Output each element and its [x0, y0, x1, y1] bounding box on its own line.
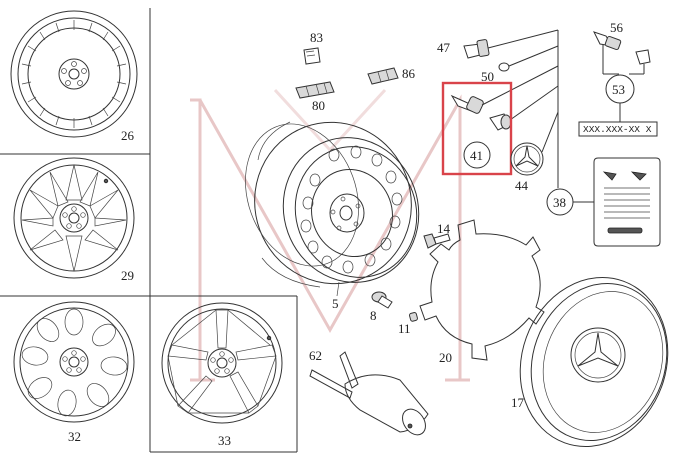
- valve-cap-11-icon[interactable]: [409, 312, 418, 322]
- callout-53[interactable]: 53: [612, 82, 625, 97]
- callout-17[interactable]: 17: [511, 395, 525, 410]
- cover-plate-20-icon[interactable]: [419, 219, 545, 361]
- callout-20[interactable]: 20: [439, 350, 452, 365]
- callout-41[interactable]: 41: [470, 148, 483, 163]
- wheel-29-icon[interactable]: [13, 157, 135, 279]
- callout-29[interactable]: 29: [121, 268, 134, 283]
- balance-weight-86-icon[interactable]: [367, 67, 399, 85]
- callout-5[interactable]: 5: [332, 296, 339, 311]
- callout-26[interactable]: 26: [121, 128, 135, 143]
- part-number-box: [578, 121, 658, 137]
- sensor-41-icon[interactable]: [450, 65, 559, 131]
- callout-62[interactable]: 62: [309, 348, 322, 363]
- callout-47[interactable]: 47: [437, 40, 451, 55]
- callout-83[interactable]: 83: [310, 30, 323, 45]
- callout-33[interactable]: 33: [218, 433, 231, 448]
- wheel-variants-panel: [0, 8, 298, 453]
- leader-5: [336, 281, 340, 297]
- balance-weight-80-icon[interactable]: [295, 81, 335, 99]
- callout-56[interactable]: 56: [610, 20, 624, 35]
- callout-80[interactable]: 80: [312, 98, 325, 113]
- sensor-56-icon[interactable]: [593, 31, 651, 75]
- callout-8[interactable]: 8: [370, 308, 377, 323]
- balance-weight-83-icon[interactable]: [303, 47, 321, 65]
- steel-wheel-5-icon[interactable]: [226, 100, 439, 306]
- callout-41-circle: [463, 141, 491, 169]
- hub-cap-17-icon[interactable]: [497, 257, 686, 467]
- valve-8-icon[interactable]: [371, 291, 393, 309]
- valve-cap-50-icon[interactable]: [498, 45, 559, 72]
- highlight-box-41: [441, 81, 513, 176]
- callout-11[interactable]: 11: [398, 321, 411, 336]
- callout-86[interactable]: 86: [402, 66, 416, 81]
- valve-47-icon[interactable]: [463, 29, 559, 59]
- callout-50[interactable]: 50: [481, 69, 494, 84]
- wheel-tool-62-icon[interactable]: [309, 351, 430, 439]
- callout-38[interactable]: 38: [553, 195, 566, 210]
- instruction-card-icon[interactable]: [593, 157, 661, 247]
- wheel-32-icon[interactable]: [13, 301, 135, 423]
- callout-44[interactable]: 44: [515, 178, 529, 193]
- callout-32[interactable]: 32: [68, 429, 81, 444]
- wheel-bolt-14-icon[interactable]: [423, 233, 451, 249]
- wheel-33-icon[interactable]: [161, 302, 283, 424]
- wheel-26-icon[interactable]: [10, 10, 138, 138]
- watermark-logo: [190, 88, 470, 382]
- callout-14[interactable]: 14: [437, 221, 451, 236]
- emblem-44-icon[interactable]: [510, 111, 559, 176]
- part-number-text[interactable]: XXX.XXX-XX X: [583, 124, 652, 135]
